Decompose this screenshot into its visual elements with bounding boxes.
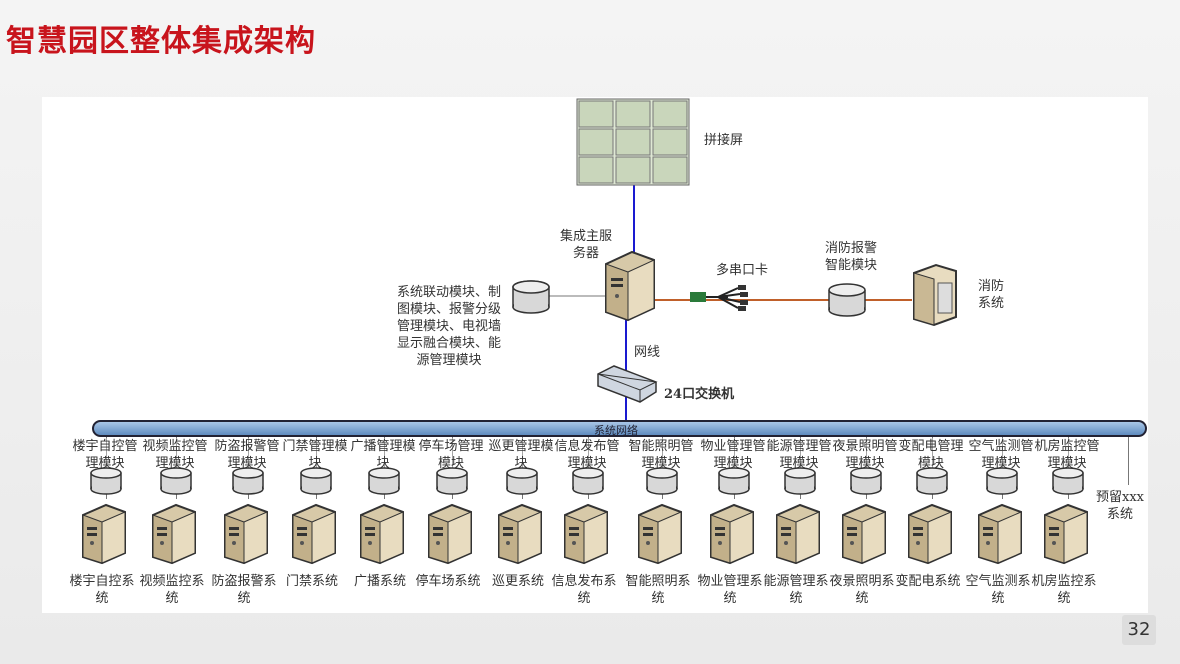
subsystem-label: 信息发布系统 xyxy=(551,574,617,606)
subsystem-server-icon xyxy=(840,503,888,569)
serial-card-icon xyxy=(690,285,748,311)
subsystem-server-icon xyxy=(150,503,198,569)
switch-label: 24口交换机 xyxy=(664,387,735,402)
subsystem-label: 门禁系统 xyxy=(285,574,338,589)
splice-screen-label: 拼接屏 xyxy=(704,133,744,148)
subsystem-server-icon xyxy=(80,503,128,569)
subsystem-label: 停车场系统 xyxy=(415,574,481,589)
subsystem-label: 视频监控系统 xyxy=(139,574,205,606)
subsystem-label: 智能照明系统 xyxy=(625,574,691,606)
slide-title: 智慧园区整体集成架构 xyxy=(6,24,316,59)
subsystem-module-label: 变配电管理模块 xyxy=(898,438,964,472)
subsystem-server-icon xyxy=(290,503,338,569)
subsystem-label: 机房监控系统 xyxy=(1031,574,1097,606)
subsystem-label: 空气监测系统 xyxy=(965,574,1031,606)
subsystem-label: 能源管理系统 xyxy=(763,574,829,606)
subsystem-label: 夜景照明系统 xyxy=(829,574,895,606)
fire-system-label: 消防系统 xyxy=(977,279,1004,311)
subsystem-label: 变配电系统 xyxy=(895,574,961,589)
subsystem-module-label: 夜景照明管理模块 xyxy=(832,438,898,472)
fire-system-cabinet-icon xyxy=(913,263,957,327)
module-database-icon xyxy=(915,466,949,500)
module-database-icon xyxy=(849,466,883,500)
module-database-icon xyxy=(367,466,401,500)
subsystem-server-icon xyxy=(1042,503,1090,569)
fire-module-database-icon xyxy=(828,283,866,317)
subsystem-module-label: 视频监控管理模块 xyxy=(142,438,208,472)
subsystem-module-label: 智能照明管理模块 xyxy=(628,438,694,472)
subsystem-module-label: 楼宇自控管理模块 xyxy=(72,438,138,472)
subsystem-server-icon xyxy=(426,503,474,569)
switch-icon xyxy=(597,365,658,403)
reserved-system-label: 预留xxx系统 xyxy=(1096,490,1144,522)
subsystem-module-label: 机房监控管理模块 xyxy=(1034,438,1100,472)
subsystem-server-icon xyxy=(774,503,822,569)
subsystem-module-label: 门禁管理模块 xyxy=(282,438,348,472)
module-database-icon xyxy=(299,466,333,500)
module-database-icon xyxy=(985,466,1019,500)
bus-label: 系统网络 xyxy=(594,424,638,437)
module-database-icon xyxy=(645,466,679,500)
subsystem-server-icon xyxy=(708,503,756,569)
subsystem-module-label: 停车场管理模块 xyxy=(418,438,484,472)
module-database-icon xyxy=(505,466,539,500)
main-server-label: 集成主服务器 xyxy=(559,229,612,261)
subsystem-module-label: 巡更管理模块 xyxy=(488,438,554,472)
module-database-icon xyxy=(159,466,193,500)
subsystem-server-icon xyxy=(562,503,610,569)
subsystem-server-icon xyxy=(906,503,954,569)
subsystem-label: 广播系统 xyxy=(353,574,406,589)
subsystem-module-label: 信息发布管理模块 xyxy=(554,438,620,472)
cable-label: 网线 xyxy=(634,345,661,360)
splice-screen-icon xyxy=(576,98,690,186)
fire-module-label: 消防报警智能模块 xyxy=(824,241,877,273)
serial-card-label: 多串口卡 xyxy=(716,263,769,278)
database-icon xyxy=(512,280,550,314)
page-number: 32 xyxy=(1122,615,1156,645)
linkage-modules-label: 系统联动模块、制图模块、报警分级管理模块、电视墙显示融合模块、能源管理模块 xyxy=(396,285,501,368)
subsystem-server-icon xyxy=(358,503,406,569)
subsystem-module-label: 能源管理管理模块 xyxy=(766,438,832,472)
module-database-icon xyxy=(571,466,605,500)
main-server-icon xyxy=(605,250,655,322)
subsystem-module-label: 空气监测管理模块 xyxy=(968,438,1034,472)
module-database-icon xyxy=(783,466,817,500)
subsystem-label: 楼宇自控系统 xyxy=(69,574,135,606)
system-network-bus: 系统网络 xyxy=(92,420,1147,437)
module-database-icon xyxy=(231,466,265,500)
module-database-icon xyxy=(435,466,469,500)
subsystem-server-icon xyxy=(222,503,270,569)
subsystem-label: 物业管理系统 xyxy=(697,574,763,606)
subsystem-module-label: 防盗报警管理模块 xyxy=(214,438,280,472)
subsystem-module-label: 物业管理管理模块 xyxy=(700,438,766,472)
subsystem-server-icon xyxy=(496,503,544,569)
subsystem-label: 防盗报警系统 xyxy=(211,574,277,606)
subsystem-module-label: 广播管理模块 xyxy=(350,438,416,472)
module-database-icon xyxy=(717,466,751,500)
subsystem-server-icon xyxy=(976,503,1024,569)
module-database-icon xyxy=(1051,466,1085,500)
reserved-link xyxy=(1128,437,1129,485)
subsystem-label: 巡更系统 xyxy=(491,574,544,589)
module-database-icon xyxy=(89,466,123,500)
subsystem-server-icon xyxy=(636,503,684,569)
